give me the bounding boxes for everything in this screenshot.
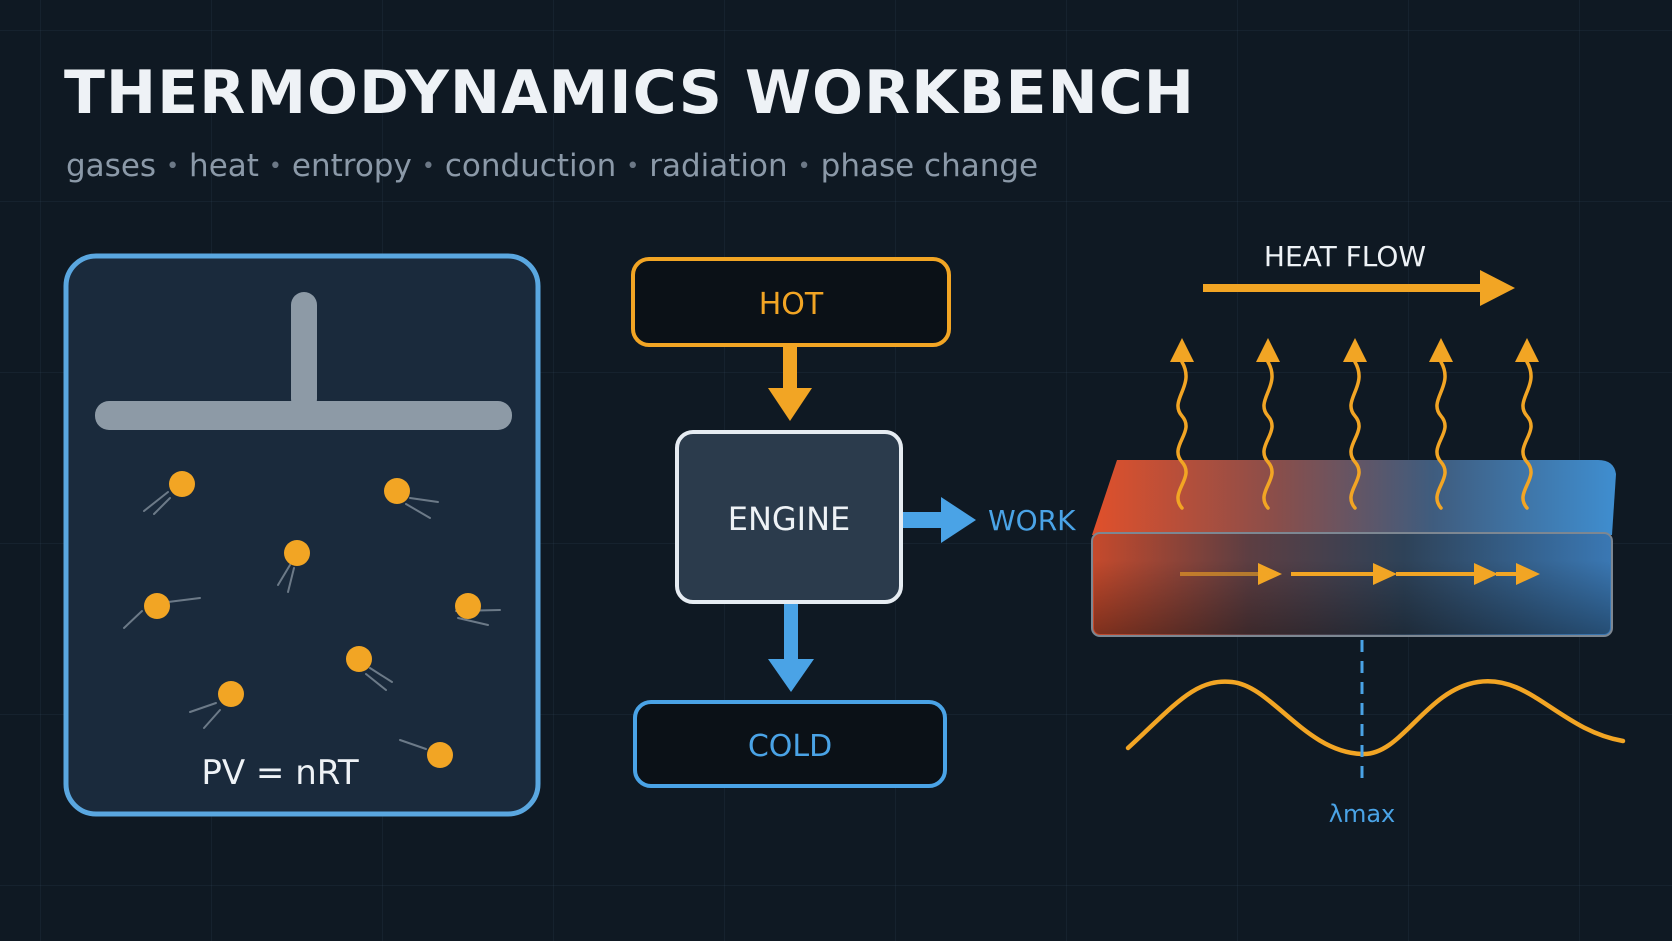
topic-list: gases • heat • entropy • conduction • radiation •… — [66, 148, 1038, 184]
gas-container-border — [63, 253, 541, 817]
conduction-arrow — [1180, 563, 1282, 585]
radiation-arrowhead — [1343, 338, 1367, 362]
piston-rod — [291, 292, 317, 412]
engine-label: ENGINE — [728, 500, 851, 538]
gas-particle — [143, 471, 195, 515]
topic-conduction: conduction — [444, 148, 617, 184]
hot-label: HOT — [759, 287, 824, 322]
lambda-max-label: λmax — [1329, 800, 1396, 828]
separator-dot: • — [421, 154, 435, 179]
gas-particle — [384, 478, 439, 519]
piston[interactable] — [95, 292, 512, 430]
radiation-wave — [1176, 360, 1188, 510]
work-label: WORK — [988, 504, 1076, 537]
heat-engine-diagram: HOT ENGINE WORK COLD — [631, 257, 1076, 788]
separator-dot: • — [797, 154, 811, 179]
gas-particle — [455, 593, 501, 626]
spectrum-curve — [1125, 678, 1626, 757]
radiation-arrowhead — [1429, 338, 1453, 362]
slab-top-face — [1092, 460, 1616, 535]
radiation-arrowhead — [1515, 338, 1539, 362]
topic-heat: heat — [189, 148, 259, 184]
topic-gases: gases — [66, 148, 157, 184]
conduction-arrow — [1291, 563, 1397, 585]
gas-particle — [399, 739, 453, 768]
topic-entropy: entropy — [291, 148, 412, 184]
topic-radiation: radiation — [649, 148, 788, 184]
ideal-gas-equation: PV = nRT — [201, 753, 359, 793]
hot-reservoir-box[interactable]: HOT — [631, 257, 951, 347]
radiation-arrowhead — [1170, 338, 1194, 362]
heat-conduction-diagram: HEAT FLOW — [1091, 240, 1626, 828]
engine-box[interactable]: ENGINE — [675, 430, 903, 604]
heat-flow-label: HEAT FLOW — [1264, 240, 1426, 273]
gas-particle — [123, 593, 201, 629]
planck-spectrum: λmax — [1125, 640, 1626, 828]
gas-particle — [277, 540, 310, 593]
radiation-waves — [1170, 338, 1539, 510]
piston-plate — [95, 401, 512, 430]
conducting-slab — [1091, 460, 1616, 637]
separator-dot: • — [268, 154, 282, 179]
gas-particles — [123, 471, 501, 768]
radiation-wave — [1435, 360, 1447, 510]
cold-reservoir-box[interactable]: COLD — [633, 700, 947, 788]
radiation-wave — [1262, 360, 1274, 510]
engine-to-cold-arrow — [768, 604, 814, 692]
separator-dot: • — [166, 154, 180, 179]
conduction-arrow — [1496, 563, 1540, 585]
radiation-wave — [1521, 360, 1533, 510]
conduction-arrow — [1396, 563, 1498, 585]
work-output-arrow — [903, 497, 976, 543]
gas-particle — [189, 681, 244, 729]
separator-dot: • — [626, 154, 640, 179]
radiation-wave — [1349, 360, 1361, 510]
page-title: THERMODYNAMICS WORKBENCH — [64, 58, 1195, 128]
gas-container: PV = nRT — [63, 253, 541, 817]
heat-flow-arrow — [1203, 270, 1515, 306]
gas-particle — [346, 646, 393, 691]
radiation-arrowhead — [1256, 338, 1280, 362]
conduction-arrows — [1180, 563, 1540, 585]
hot-to-engine-arrow — [768, 347, 812, 421]
cold-label: COLD — [748, 729, 832, 764]
topic-phase-change: phase change — [820, 148, 1039, 184]
